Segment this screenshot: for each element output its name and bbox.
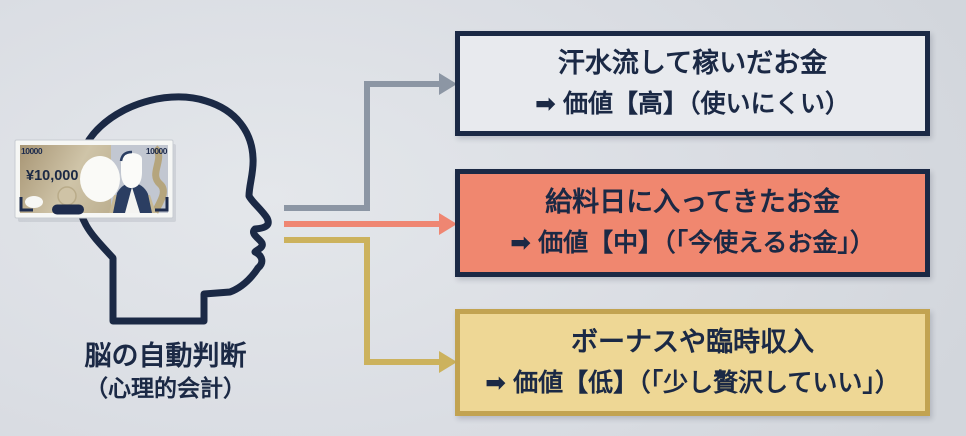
portrait-hair <box>119 150 133 162</box>
head-caption: 脳の自動判断 （心理的会計） <box>43 339 288 403</box>
arrow-line-earned <box>284 81 441 211</box>
box-earned-title: 汗水流して稼いだお金 <box>557 47 828 78</box>
corner-bracket-right <box>155 197 169 212</box>
category-box-bonus-money: ボーナスや臨時収入 ➡ 価値【低】（「少し贅沢していい」） <box>455 309 930 416</box>
portrait-collar <box>125 187 140 213</box>
box-payday-value: ➡ 価値【中】（「今使えるお金」） <box>510 229 875 257</box>
category-box-earned-money: 汗水流して稼いだお金 ➡ 価値【高】（使いにくい） <box>455 31 930 136</box>
portrait-face <box>121 153 142 188</box>
banknote-corner-value-left: 10000 <box>21 146 43 156</box>
box-earned-value: ➡ 価値【高】（使いにくい） <box>535 89 850 118</box>
banknote-corner-value-right: 10000 <box>146 146 168 156</box>
small-white-oval <box>25 196 43 208</box>
arrow-head-payday <box>439 213 457 235</box>
watermark-oval <box>80 156 120 202</box>
category-box-payday-money: 給料日に入ってきたお金 ➡ 価値【中】（「今使えるお金」） <box>455 169 930 277</box>
arrow-head-bonus <box>439 351 457 373</box>
arrow-head-earned <box>439 73 457 95</box>
box-bonus-value: ➡ 価値【低】（「少し贅沢していい」） <box>485 368 900 397</box>
banknote-wave-pattern <box>151 145 167 214</box>
head-caption-line1: 脳の自動判断 <box>84 341 247 371</box>
head-caption-line2: （心理的会計） <box>85 375 246 401</box>
arrow-line-bonus <box>284 237 441 365</box>
serial-pill <box>52 204 84 215</box>
box-payday-title: 給料日に入ってきたお金 <box>545 187 840 217</box>
box-bonus-title: ボーナスや臨時収入 <box>571 326 814 357</box>
head-silhouette-outline <box>72 93 272 325</box>
hologram-circle <box>57 186 77 206</box>
corner-bracket-left <box>19 197 33 212</box>
banknote-amount: ¥10,000 <box>26 168 78 184</box>
banknote: ¥10,000 10000 10000 <box>14 139 176 222</box>
